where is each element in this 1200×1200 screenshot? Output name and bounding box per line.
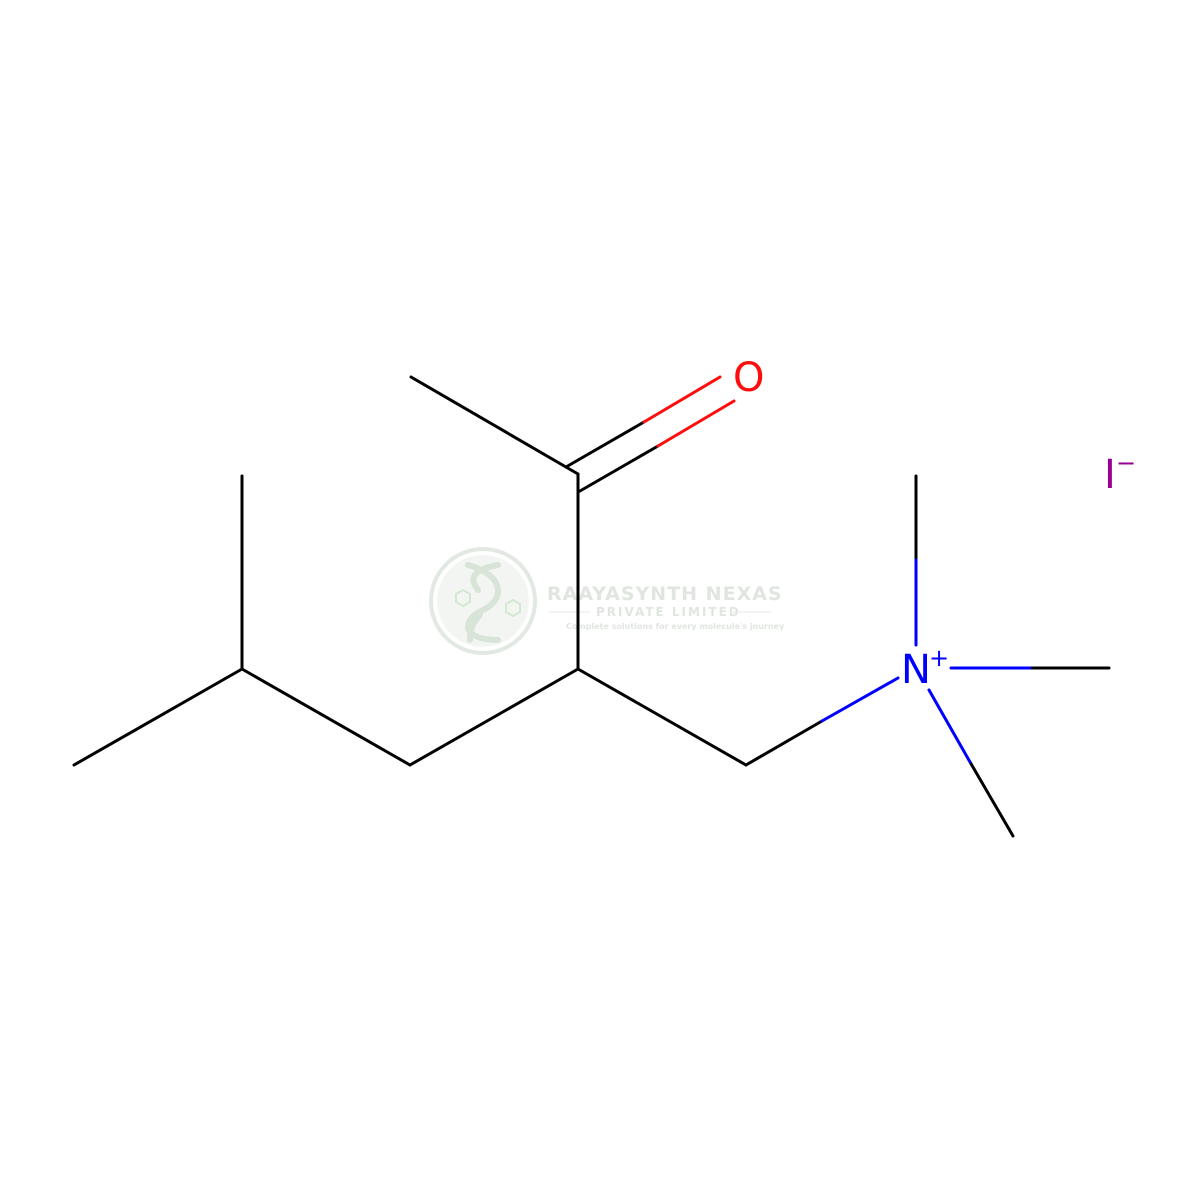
iodide-atom-label: I: [1104, 452, 1116, 498]
oxygen-bonds: [642, 375, 736, 448]
bond-n-methyl-down-blue: [927, 688, 972, 764]
oxygen-atom-label: O: [733, 355, 764, 401]
watermark-logo-ring: [429, 547, 537, 655]
watermark: RAAYASYNTH NEXAS PRIVATE LIMITED Complet…: [429, 547, 785, 655]
nitrogen-bonds: [820, 558, 1032, 764]
watermark-company-name: RAAYASYNTH NEXAS: [547, 583, 783, 605]
bond-carbonyl-double-b-red: [656, 399, 736, 448]
bond-chain-ch2-n: [576, 667, 748, 767]
bond-isobutyl-methyl-left: [72, 667, 244, 767]
bond-isobutyl-ch-ch2: [240, 667, 412, 767]
bond-n-methyl-down-black: [968, 760, 1015, 838]
iodide-charge-label: −: [1116, 449, 1136, 477]
nitrogen-charge-label: +: [929, 644, 949, 672]
watermark-logo-disc: [437, 555, 529, 647]
watermark-subtitle: PRIVATE LIMITED: [596, 605, 741, 619]
watermark-tagline: Complete solutions for every molecule's …: [566, 622, 785, 631]
watermark-hexagon-icon-left: [455, 588, 471, 608]
bond-ch2-n-blue: [820, 676, 900, 723]
bond-carbonyl-double-a-black: [564, 420, 646, 469]
nitrogen-atom-label: N: [901, 647, 931, 693]
watermark-hexagon-icon-right: [505, 598, 521, 618]
bond-ch2-chain: [408, 667, 580, 767]
bond-carbonyl-double-a-red: [642, 375, 722, 424]
bond-carbonyl-double-b-black: [578, 444, 660, 493]
bond-ch2-n-black: [744, 719, 824, 767]
watermark-dna-icon: [465, 562, 501, 643]
bond-acetyl-methyl: [409, 375, 580, 476]
carbon-bonds: [72, 375, 1111, 838]
